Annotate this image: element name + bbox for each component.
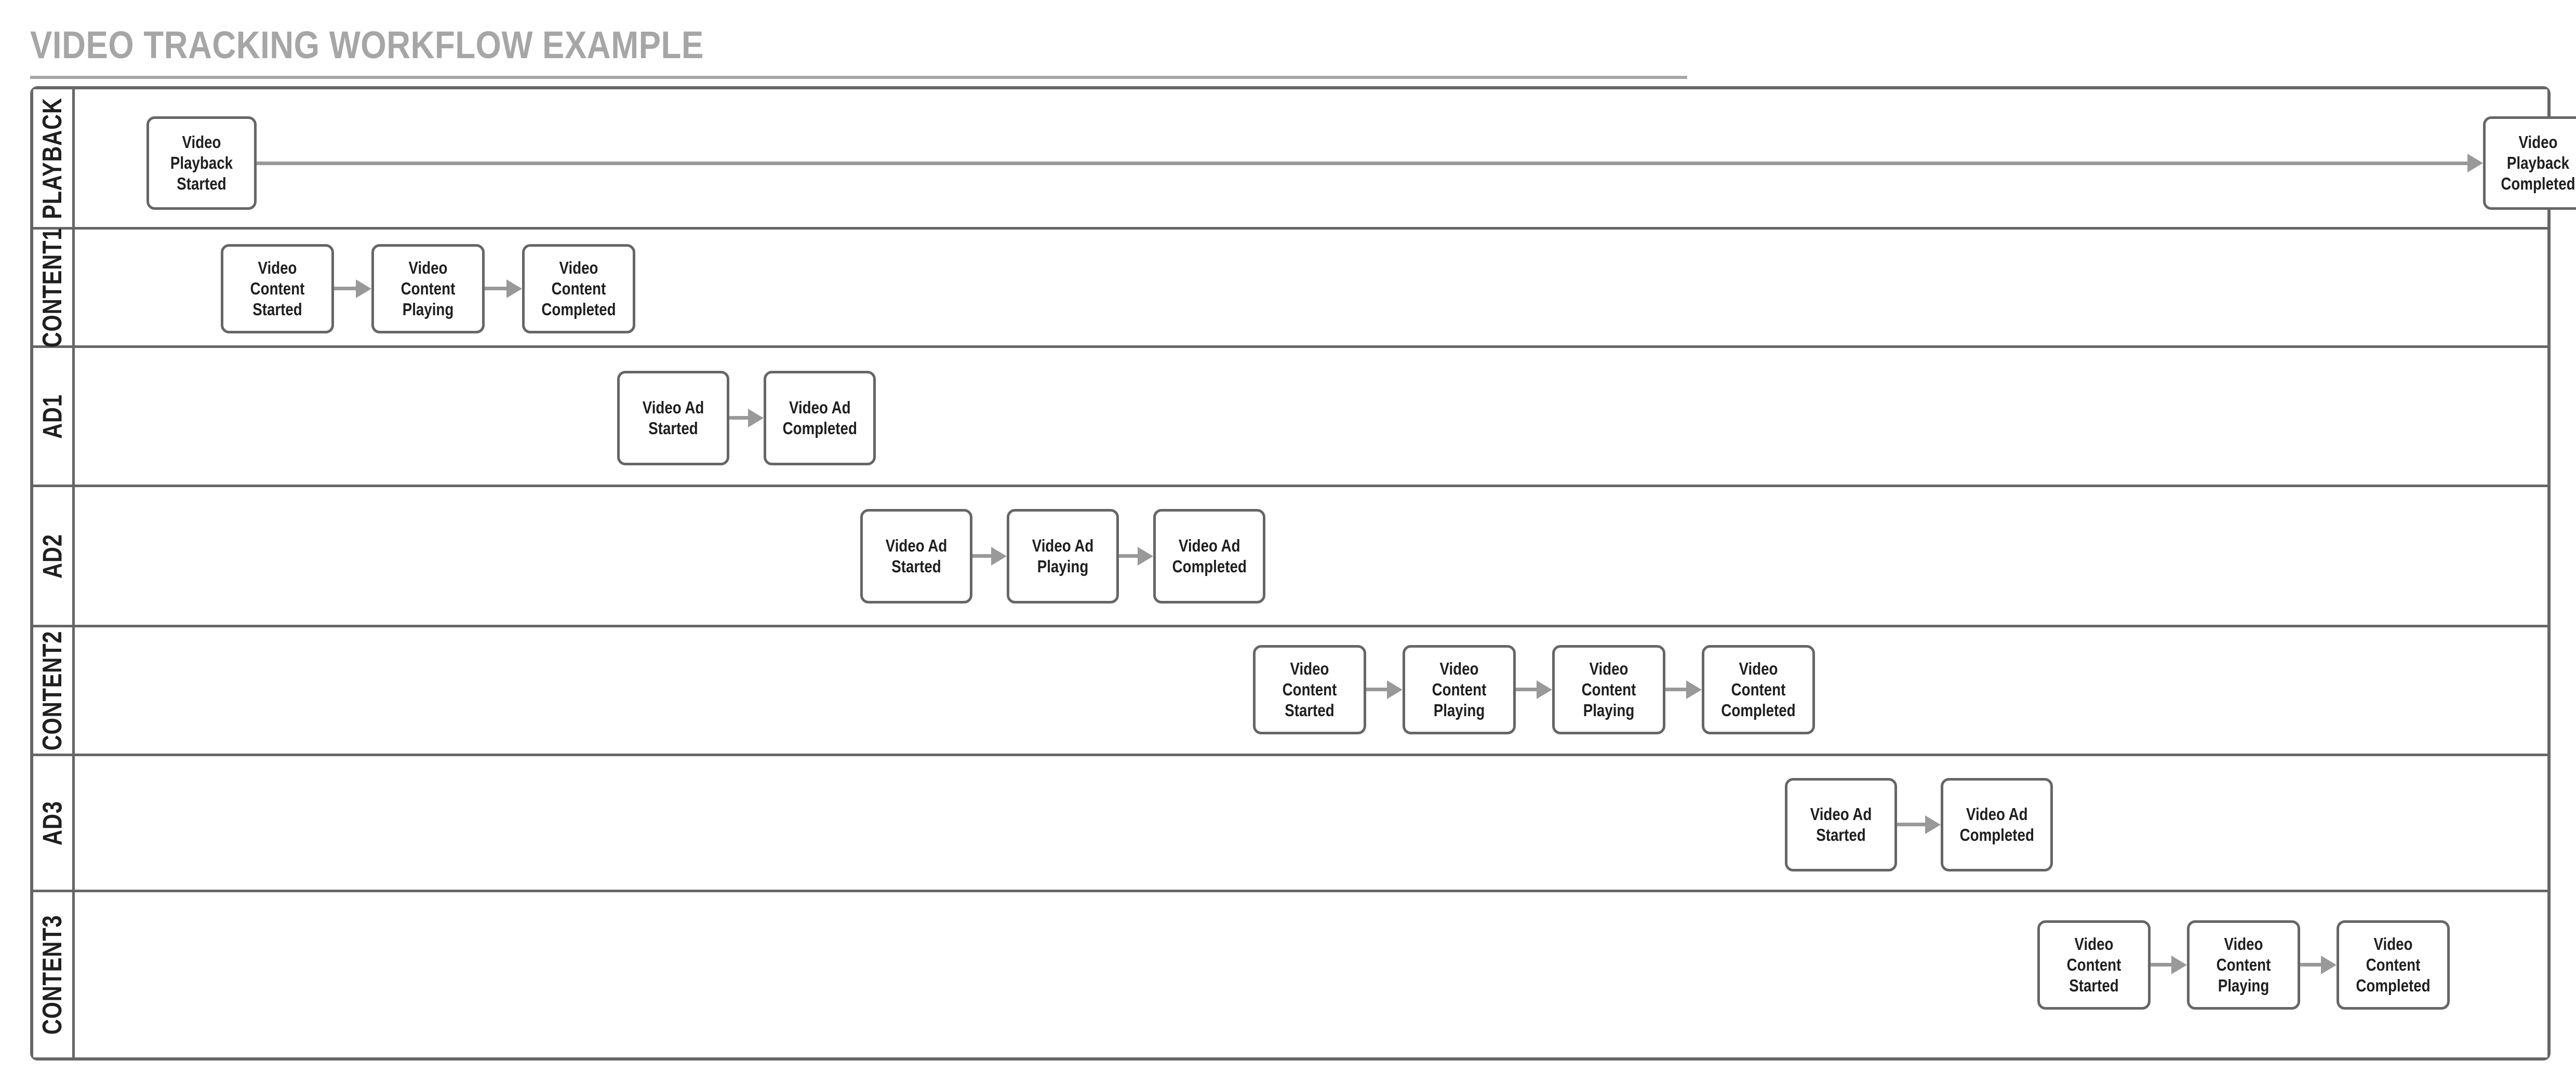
node-label: Video Content Completed: [1721, 659, 1796, 720]
swimlane-row-content2: CONTENT2 Video Content Started Video Con…: [33, 627, 2547, 756]
node-c3-video-content-started[interactable]: Video Content Started: [2037, 920, 2151, 1010]
node-label: Video Ad Started: [1810, 804, 1872, 844]
node-c2-video-content-playing-2[interactable]: Video Content Playing: [1552, 645, 1665, 734]
connector-c1-started-to-playing: [334, 287, 358, 290]
arrowhead-icon: [356, 279, 371, 298]
node-ad1-video-ad-started[interactable]: Video Ad Started: [617, 371, 729, 465]
arrowhead-icon: [748, 409, 764, 427]
node-label: Video Ad Started: [642, 398, 704, 438]
connector-c2-started-to-playing-1: [1366, 688, 1389, 691]
node-label: Video Content Completed: [2356, 934, 2431, 995]
lane-label-playback: PLAYBACK: [37, 97, 68, 219]
node-c2-video-content-playing-1[interactable]: Video Content Playing: [1403, 645, 1516, 734]
arrowhead-icon: [2321, 956, 2337, 974]
node-c1-video-content-completed[interactable]: Video Content Completed: [522, 244, 635, 333]
arrowhead-icon: [1925, 815, 1941, 834]
lane-body-playback: Video Playback Started Video Playback Co…: [75, 89, 2576, 227]
lane-header-content1: CONTENT1: [33, 227, 75, 347]
node-label: Video Content Playing: [1432, 659, 1487, 720]
node-ad3-video-ad-started[interactable]: Video Ad Started: [1785, 778, 1897, 871]
node-label: Video Content Started: [1282, 659, 1337, 720]
connector-c2-playing-2-to-completed: [1665, 688, 1688, 691]
swimlane-row-playback: PLAYBACK Video Playback Started Video Pl…: [33, 89, 2576, 230]
connector-c3-playing-to-completed: [2300, 963, 2323, 967]
connector-c3-started-to-playing: [2151, 963, 2173, 967]
connector-playback-started-to-completed: [257, 162, 2470, 165]
node-c1-video-content-started[interactable]: Video Content Started: [221, 244, 334, 333]
node-label: Video Ad Completed: [782, 398, 857, 438]
node-ad2-video-ad-playing[interactable]: Video Ad Playing: [1007, 509, 1119, 603]
node-video-playback-started[interactable]: Video Playback Started: [146, 116, 257, 210]
lane-header-ad3: AD3: [33, 756, 75, 890]
connector-ad2-started-to-playing: [972, 554, 993, 558]
node-label: Video Content Completed: [541, 258, 616, 319]
node-label: Video Playback Completed: [2501, 132, 2575, 193]
arrowhead-icon: [1138, 547, 1153, 566]
node-label: Video Ad Completed: [1172, 536, 1247, 576]
lane-label-content2: CONTENT2: [37, 630, 68, 750]
node-ad2-video-ad-started[interactable]: Video Ad Started: [860, 509, 972, 603]
node-label: Video Content Playing: [1581, 659, 1636, 720]
lane-header-ad1: AD1: [33, 348, 75, 485]
lane-label-ad2: AD2: [37, 533, 68, 579]
lane-body-ad3: Video Ad Started Video Ad Completed: [75, 756, 2547, 890]
lane-header-ad2: AD2: [33, 487, 75, 625]
swimlane-row-content1: CONTENT1 Video Content Started Video Con…: [33, 227, 2547, 348]
arrowhead-icon: [991, 547, 1007, 566]
node-c3-video-content-completed[interactable]: Video Content Completed: [2337, 920, 2450, 1010]
node-label: Video Content Started: [2066, 934, 2121, 995]
node-c3-video-content-playing[interactable]: Video Content Playing: [2187, 920, 2300, 1010]
lane-label-ad3: AD3: [37, 800, 68, 846]
swimlane-row-ad3: AD3 Video Ad Started Video Ad Completed: [33, 756, 2547, 892]
connector-ad3-started-to-completed: [1897, 823, 1927, 826]
node-label: Video Content Playing: [401, 258, 456, 319]
swimlane-row-content3: CONTENT3 Video Content Started Video Con…: [33, 892, 2547, 1057]
node-c2-video-content-completed[interactable]: Video Content Completed: [1702, 645, 1815, 734]
node-c2-video-content-started[interactable]: Video Content Started: [1253, 645, 1366, 734]
title-block: VIDEO TRACKING WORKFLOW EXAMPLE: [30, 23, 1687, 79]
swimlane-container: PLAYBACK Video Playback Started Video Pl…: [30, 86, 2576, 1061]
connector-ad1-started-to-completed: [729, 416, 750, 420]
connector-ad2-playing-to-completed: [1119, 554, 1140, 558]
lane-body-content2: Video Content Started Video Content Play…: [75, 627, 2547, 754]
page-title: VIDEO TRACKING WORKFLOW EXAMPLE: [30, 23, 704, 66]
node-c1-video-content-playing[interactable]: Video Content Playing: [371, 244, 485, 333]
arrowhead-icon: [1686, 680, 1702, 699]
lane-label-content3: CONTENT3: [37, 915, 68, 1035]
connector-c1-playing-to-completed: [485, 287, 509, 290]
lane-header-content2: CONTENT2: [33, 627, 75, 754]
arrowhead-icon: [506, 279, 522, 298]
lane-body-content3: Video Content Started Video Content Play…: [75, 892, 2547, 1057]
node-label: Video Content Playing: [2216, 934, 2271, 995]
lane-body-content1: Video Content Started Video Content Play…: [75, 230, 2547, 345]
lane-body-ad1: Video Ad Started Video Ad Completed: [75, 348, 2547, 485]
arrowhead-icon: [1537, 680, 1552, 699]
arrowhead-icon: [2171, 956, 2187, 974]
connector-c2-playing-1-to-playing-2: [1516, 688, 1539, 691]
node-label: Video Playback Started: [170, 132, 233, 193]
swimlane-row-ad2: AD2 Video Ad Started Video Ad Playing Vi…: [33, 487, 2547, 627]
node-video-playback-completed[interactable]: Video Playback Completed: [2483, 116, 2576, 210]
lane-header-playback: PLAYBACK: [33, 89, 75, 227]
node-ad2-video-ad-completed[interactable]: Video Ad Completed: [1153, 509, 1265, 603]
lane-body-ad2: Video Ad Started Video Ad Playing Video …: [75, 487, 2547, 625]
swimlane-row-ad1: AD1 Video Ad Started Video Ad Completed: [33, 348, 2547, 487]
arrowhead-icon: [1387, 680, 1403, 699]
lane-label-ad1: AD1: [37, 394, 68, 439]
node-label: Video Content Started: [250, 258, 305, 319]
lane-label-content1: CONTENT1: [37, 227, 68, 347]
node-label: Video Ad Completed: [1959, 804, 2034, 844]
title-underline-rule: [30, 76, 1687, 79]
node-label: Video Ad Playing: [1032, 536, 1094, 576]
arrowhead-icon: [2467, 154, 2483, 172]
node-ad1-video-ad-completed[interactable]: Video Ad Completed: [764, 371, 876, 465]
node-ad3-video-ad-completed[interactable]: Video Ad Completed: [1941, 778, 2053, 871]
node-label: Video Ad Started: [885, 536, 947, 576]
lane-header-content3: CONTENT3: [33, 892, 75, 1057]
